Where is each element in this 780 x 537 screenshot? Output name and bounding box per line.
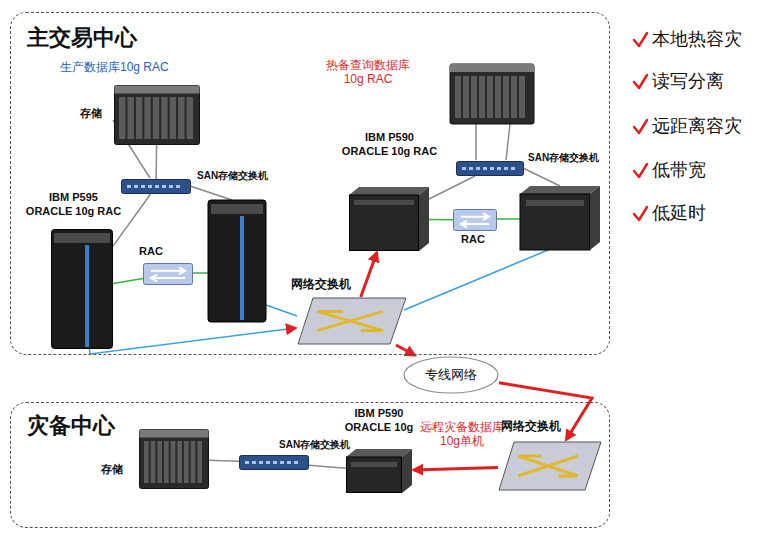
region-heading: 灾备中心 bbox=[27, 413, 115, 439]
storage-top bbox=[450, 64, 534, 72]
database-caption: 热备查询数据库 10g RAC bbox=[318, 58, 418, 87]
storage-chassis bbox=[450, 64, 534, 124]
check-mark bbox=[634, 75, 647, 88]
blade bbox=[463, 76, 469, 118]
check-mark bbox=[634, 33, 647, 46]
storage-device: 存储 bbox=[139, 429, 209, 489]
check-mark bbox=[634, 120, 647, 133]
blade bbox=[519, 76, 525, 118]
wire bbox=[192, 272, 208, 274]
device-label: 专线网络 bbox=[425, 367, 477, 383]
site-region: 灾备中心存储SAN存储交换机IBM P590 ORACLE 10g网络交换机 bbox=[10, 402, 610, 528]
rac-switch: RAC bbox=[143, 263, 193, 285]
wire bbox=[496, 218, 520, 220]
database-caption: 远程灾备数据库 10g单机 bbox=[416, 420, 508, 449]
server-tower bbox=[208, 200, 266, 322]
blade bbox=[495, 76, 501, 118]
server-side bbox=[590, 186, 600, 250]
server-box: IBM P590 ORACLE 10g bbox=[346, 449, 412, 493]
blade bbox=[471, 76, 477, 118]
device-illustration bbox=[498, 441, 602, 491]
device-illustration bbox=[456, 161, 524, 176]
storage-chassis bbox=[450, 64, 534, 124]
link-line bbox=[309, 465, 346, 468]
device-label: RAC bbox=[139, 245, 163, 258]
feature-item: 远距离容灾 bbox=[652, 116, 742, 138]
device-label: IBM P595 ORACLE 10g RAC bbox=[25, 191, 122, 219]
blade bbox=[511, 76, 517, 118]
server-box: IBM P590 ORACLE 10g RAC bbox=[349, 187, 429, 251]
device-illustration bbox=[143, 263, 193, 285]
flow-arrow bbox=[396, 345, 415, 355]
wire bbox=[523, 168, 560, 186]
device-illustration bbox=[239, 455, 309, 470]
wire bbox=[475, 124, 477, 160]
site-region: 主交易中心存储SAN存储交换机IBM P595 ORACLE 10g RACRA… bbox=[10, 12, 610, 355]
flow-arrow bbox=[361, 252, 377, 297]
check-mark bbox=[634, 164, 647, 177]
blade bbox=[455, 76, 461, 118]
device-label: IBM P590 ORACLE 10g bbox=[339, 407, 419, 435]
wire bbox=[190, 186, 232, 200]
network-cloud: 专线网络 bbox=[403, 356, 499, 394]
link-line bbox=[209, 460, 239, 461]
blade bbox=[503, 76, 509, 118]
wire bbox=[404, 250, 548, 310]
link-line bbox=[429, 176, 475, 199]
device-illustration bbox=[346, 449, 412, 493]
device-illustration bbox=[453, 209, 497, 231]
device-illustration bbox=[297, 297, 407, 345]
wire bbox=[266, 305, 297, 316]
device-illustration bbox=[51, 229, 113, 349]
device-label: 存储 bbox=[101, 463, 123, 476]
device-label: IBM P590 ORACLE 10g RAC bbox=[341, 131, 438, 159]
feature-item: 低延时 bbox=[652, 203, 706, 225]
network-switch: 网络交换机 bbox=[498, 441, 602, 491]
device-label: SAN存储交换机 bbox=[197, 170, 268, 182]
device-illustration bbox=[139, 429, 209, 489]
server-stripe bbox=[240, 216, 244, 320]
server-tower bbox=[208, 200, 266, 322]
feature-item: 本地热容灾 bbox=[652, 29, 742, 51]
san-switch: SAN存储交换机 bbox=[121, 179, 191, 194]
wire bbox=[506, 124, 510, 160]
rac-switch: RAC bbox=[453, 209, 497, 231]
feature-item: 读写分离 bbox=[652, 71, 724, 93]
storage-device: 存储 bbox=[114, 85, 200, 145]
site-caption: 生产数据库10g RAC bbox=[60, 60, 169, 74]
flow-arrow bbox=[499, 383, 592, 440]
region-heading: 主交易中心 bbox=[27, 25, 137, 51]
blade bbox=[487, 76, 493, 118]
link-line bbox=[113, 278, 143, 283]
device-label: SAN存储交换机 bbox=[279, 439, 350, 451]
server-vent bbox=[526, 200, 584, 206]
feature-item: 低带宽 bbox=[652, 160, 706, 182]
device-illustration bbox=[121, 179, 191, 194]
device-label: 网络交换机 bbox=[291, 277, 351, 291]
device-illustration bbox=[349, 187, 429, 251]
san-switch: SAN存储交换机 bbox=[239, 455, 309, 470]
link-line bbox=[113, 194, 151, 246]
server-top bbox=[520, 186, 600, 194]
server-panel bbox=[211, 204, 263, 214]
blade bbox=[479, 76, 485, 118]
device-label: RAC bbox=[461, 233, 485, 246]
device-label: 网络交换机 bbox=[501, 419, 561, 433]
server-tower: IBM P595 ORACLE 10g RAC bbox=[51, 229, 113, 349]
server-box bbox=[520, 194, 590, 250]
flow-arrow bbox=[89, 328, 295, 354]
network-switch: 网络交换机 bbox=[297, 297, 407, 345]
server-box bbox=[520, 186, 600, 250]
san-switch: SAN存储交换机 bbox=[456, 161, 524, 176]
link-line bbox=[429, 219, 453, 221]
flow-arrow bbox=[414, 468, 499, 471]
check-mark bbox=[634, 207, 647, 220]
link-line bbox=[155, 145, 157, 179]
device-illustration bbox=[114, 85, 200, 145]
device-label: SAN存储交换机 bbox=[528, 152, 599, 164]
device-label: 存储 bbox=[80, 107, 102, 120]
wire bbox=[113, 120, 560, 316]
